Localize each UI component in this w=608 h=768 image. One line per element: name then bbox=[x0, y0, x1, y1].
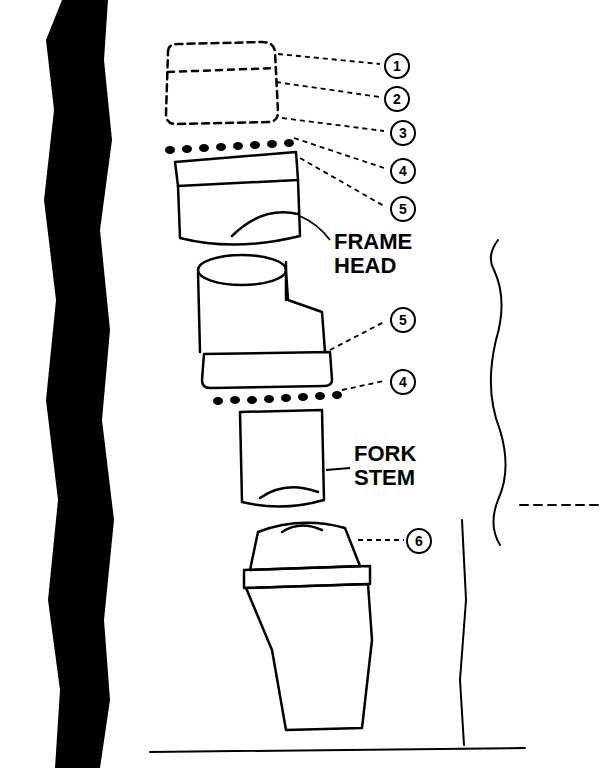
part-name: FRAME HEAD bbox=[334, 230, 434, 278]
stem-opening bbox=[260, 487, 318, 498]
scan-edge bbox=[460, 520, 466, 745]
callout-number: 5 bbox=[390, 307, 416, 333]
scan-edge bbox=[491, 240, 506, 545]
upper-cup-body bbox=[178, 180, 300, 245]
locknut bbox=[166, 42, 278, 124]
washer-line bbox=[168, 68, 276, 72]
scan-edge bbox=[150, 748, 525, 752]
callout-number: 1 bbox=[384, 53, 410, 79]
lower-ball-race bbox=[213, 391, 342, 405]
crown-race-inner bbox=[282, 525, 322, 532]
callout-number: 4 bbox=[390, 158, 416, 184]
scan-edge bbox=[520, 504, 600, 506]
callout-number: 6 bbox=[406, 528, 432, 554]
callout-number: 4 bbox=[390, 369, 416, 395]
callout-number: 5 bbox=[390, 196, 416, 222]
upper-ball-race bbox=[165, 139, 294, 154]
tube-opening bbox=[232, 212, 298, 236]
scan-smear bbox=[44, 0, 114, 768]
callout-number: 2 bbox=[384, 86, 410, 112]
frame-head-tube bbox=[198, 262, 325, 352]
upper-cup bbox=[175, 152, 298, 186]
callout-number: 3 bbox=[390, 120, 416, 146]
fork-crown bbox=[246, 584, 372, 730]
lower-cup bbox=[202, 352, 332, 388]
fork-stem bbox=[240, 410, 324, 507]
part-name: FORK STEM bbox=[354, 442, 444, 490]
frame-head-top bbox=[198, 255, 286, 285]
crown-race bbox=[250, 523, 360, 570]
